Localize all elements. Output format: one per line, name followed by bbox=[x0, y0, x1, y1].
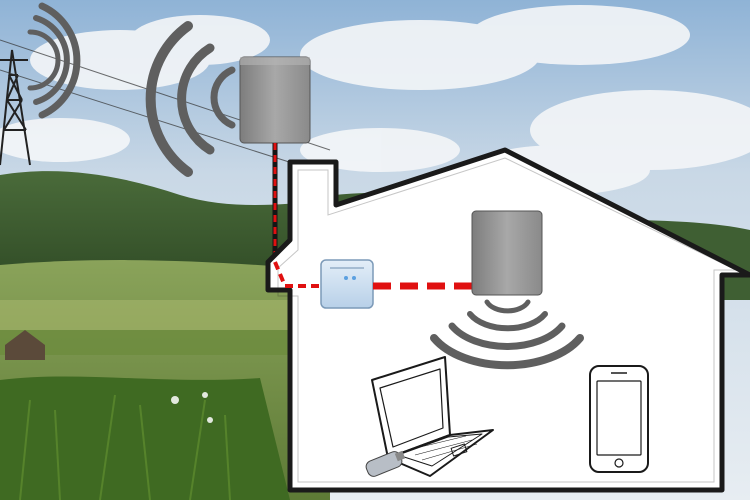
laptop-icon bbox=[371, 356, 494, 477]
indoor-signal-waves bbox=[430, 299, 584, 370]
smartphone-icon bbox=[589, 365, 649, 473]
signal-booster-icon bbox=[320, 259, 374, 309]
usb-modem-icon bbox=[365, 450, 406, 477]
indoor-antenna-icon bbox=[471, 210, 543, 296]
outdoor-signal-waves bbox=[145, 21, 236, 177]
outdoor-antenna-icon bbox=[239, 56, 311, 144]
cell-tower-icon bbox=[0, 49, 31, 166]
cable-to-booster bbox=[273, 261, 325, 288]
grass bbox=[0, 376, 290, 500]
tower-signal-waves bbox=[27, 2, 81, 119]
barn bbox=[5, 330, 45, 360]
hills bbox=[0, 171, 330, 290]
